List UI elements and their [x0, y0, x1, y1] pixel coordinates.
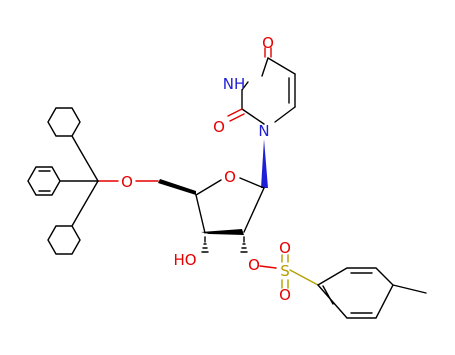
bond [289, 269, 319, 286]
bond [392, 284, 427, 294]
trityl-group [27, 107, 119, 255]
bond [259, 265, 277, 269]
bond [241, 81, 249, 91]
atom-label-o2: O [213, 118, 225, 136]
atom-label-so-top: O [279, 239, 291, 257]
bond [79, 180, 99, 213]
bond [195, 194, 206, 234]
atom-labels: O NH O N O O O HO S O O [121, 34, 291, 304]
atom-label-nh: NH [223, 75, 246, 93]
benzene-ring [316, 267, 394, 319]
bond [241, 108, 265, 125]
bond [227, 108, 243, 117]
bond [261, 57, 269, 77]
wedge-bond [158, 179, 196, 195]
hashed-bond [201, 236, 209, 253]
bond [322, 285, 334, 305]
uracil-ring [227, 47, 296, 125]
hashed-bond [240, 236, 248, 253]
bond [274, 106, 296, 123]
bond [195, 179, 222, 196]
atom-label-o5: O [121, 173, 133, 191]
tosyl-group [259, 254, 427, 319]
atom-label-so-bottom: O [279, 286, 291, 304]
wedge-bond [201, 229, 244, 235]
phenyl-ring [47, 211, 81, 255]
atom-label-ho: HO [173, 251, 196, 269]
bond [79, 149, 99, 182]
atom-label-o4: O [262, 34, 274, 52]
wedge-bond [261, 139, 268, 188]
atom-label-n1: N [258, 122, 269, 140]
bond [229, 113, 245, 122]
bond [267, 57, 296, 75]
phenyl-ring [27, 166, 61, 196]
atom-label-o2prime: O [248, 256, 260, 274]
bond [243, 187, 265, 233]
atom-label-ring-o: O [224, 168, 236, 186]
bond [239, 177, 265, 189]
phenyl-ring [47, 107, 81, 151]
ribose-ring [135, 177, 265, 253]
atom-label-s: S [280, 262, 290, 280]
